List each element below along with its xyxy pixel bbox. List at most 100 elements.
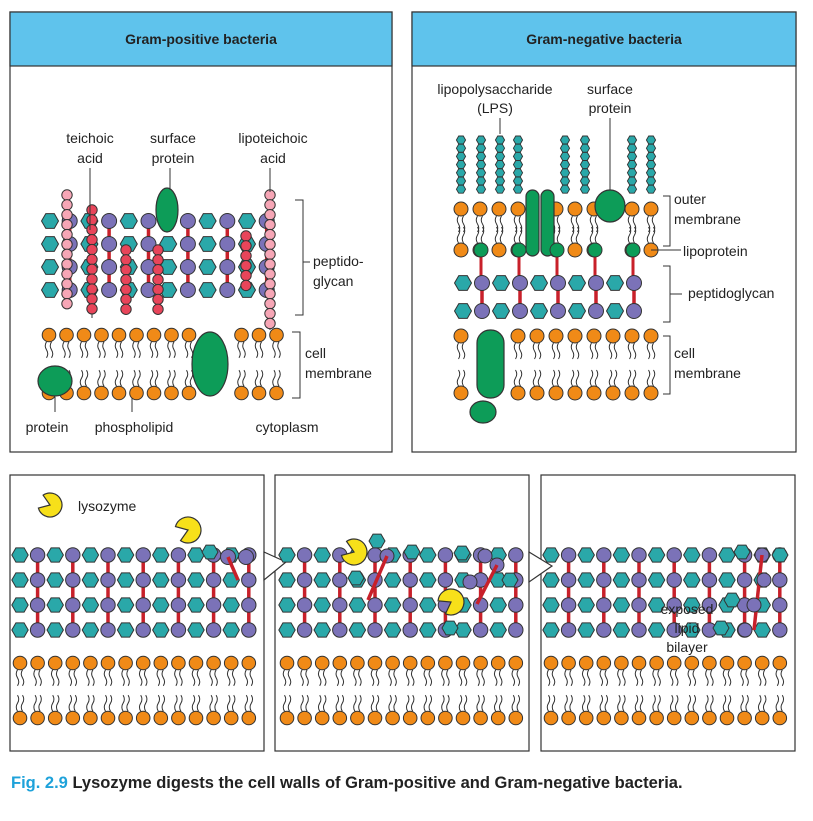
nag-hexagon	[771, 547, 789, 563]
teichoic-acid-bead	[61, 238, 73, 251]
lipid-tail	[687, 694, 697, 712]
teichoic-acid-bead	[240, 250, 252, 262]
lipid-tail	[513, 369, 523, 387]
lipid-tail	[191, 694, 201, 712]
phospholipid-head	[135, 655, 151, 671]
label-lipopolysaccharide: lipopolysaccharide	[437, 81, 552, 97]
lipoteichoic-acid-bead	[264, 297, 276, 310]
phospholipid-head	[118, 655, 133, 671]
nag-hexagon	[683, 547, 701, 563]
phospholipid-head	[649, 710, 664, 726]
diagram-structures	[11, 118, 789, 726]
phospholipid-head	[702, 710, 717, 726]
phospholipid-head	[754, 655, 770, 671]
nag-hexagon	[489, 622, 507, 638]
lipoteichoic-acid-bead	[264, 258, 276, 270]
lps-sugar	[475, 160, 487, 170]
phospholipid-head	[684, 655, 700, 671]
phospholipid-head	[420, 655, 436, 671]
lipid-tail	[191, 669, 201, 687]
phospholipid-head	[171, 710, 186, 726]
nag-hexagon	[201, 544, 219, 560]
nag-hexagon	[419, 622, 437, 638]
nag-hexagon	[441, 620, 459, 636]
lipid-tail	[570, 226, 580, 244]
phospholipid-head	[666, 710, 682, 726]
phospholipid-head	[529, 385, 545, 401]
nag-hexagon	[11, 597, 29, 613]
phospholipid-head	[47, 710, 63, 726]
teichoic-acid-bead	[152, 283, 164, 296]
teichoic-acid-bead	[61, 268, 73, 280]
phospholipid-head	[12, 710, 28, 726]
phospholipid-head	[65, 655, 81, 671]
nam-circle	[512, 275, 528, 291]
phospholipid-head	[146, 385, 162, 401]
teichoic-acid-bead	[240, 279, 252, 292]
lipid-tail	[687, 669, 697, 687]
teichoic-acid-bead	[152, 293, 164, 306]
nam-circle	[437, 547, 454, 563]
lps-sugar	[579, 151, 591, 161]
nam-circle	[65, 622, 81, 638]
figure-caption-text: Lysozyme digests the cell walls of Gram-…	[72, 774, 683, 792]
lipid-tail	[441, 694, 450, 712]
lipid-tail	[722, 694, 732, 712]
phospholipid-head	[181, 327, 197, 343]
nam-circle	[474, 303, 490, 319]
lipid-tail	[149, 341, 159, 359]
lps-sugar	[455, 160, 467, 170]
nam-circle	[772, 572, 788, 588]
phospholipid-head	[605, 328, 621, 344]
lps-sugar	[645, 135, 657, 145]
lps-sugar	[494, 151, 506, 161]
label-peptidoglycan-2: glycan	[313, 273, 353, 289]
lps-sugar	[512, 143, 524, 153]
lipid-tail	[33, 669, 42, 687]
nag-hexagon	[198, 213, 217, 229]
peptide-crosslink	[366, 555, 389, 601]
label-lps: (LPS)	[477, 100, 513, 116]
nag-hexagon	[403, 544, 421, 560]
nam-circle	[101, 259, 118, 275]
lps-sugar	[645, 143, 657, 153]
nam-circle	[462, 574, 478, 590]
lipid-tail	[494, 226, 504, 244]
phospholipid-head	[737, 710, 752, 726]
label-phospholipid: phospholipid	[95, 419, 174, 435]
lipid-tail	[546, 694, 556, 712]
nam-circle	[737, 622, 753, 638]
nag-hexagon	[313, 547, 331, 563]
phospholipid-head	[402, 710, 418, 726]
gram-negative-title: Gram-negative bacteria	[526, 31, 682, 47]
phospholipid-head	[206, 655, 221, 671]
lps-sugar	[475, 184, 487, 194]
lipid-tail	[599, 669, 609, 687]
phospholipid-head	[438, 710, 453, 726]
phospholipid-head	[491, 242, 507, 258]
lipid-tail	[282, 694, 292, 712]
phospholipid-head	[643, 328, 659, 344]
lipoteichoic-acid-bead	[264, 228, 276, 241]
nam-circle	[508, 597, 524, 613]
nam-circle	[508, 622, 524, 638]
phospholipid-head	[118, 710, 133, 726]
phospholipid-head	[47, 655, 63, 671]
figure-caption: Fig. 2.9 Lysozyme digests the cell walls…	[11, 773, 801, 794]
phospholipid-head	[241, 655, 257, 671]
lipoteichoic-acid-bead	[264, 278, 276, 290]
lipid-tail	[564, 669, 573, 687]
lipid-tail	[272, 341, 281, 359]
lps-sugar	[579, 135, 591, 145]
phospholipid-head	[30, 710, 45, 726]
nam-circle	[219, 236, 236, 252]
nam-circle	[437, 572, 454, 588]
nag-hexagon	[383, 622, 402, 638]
phospholipid-head	[624, 385, 640, 401]
nag-hexagon	[612, 572, 631, 588]
lipid-tail	[456, 369, 466, 387]
nam-circle	[402, 597, 418, 613]
nag-hexagon	[453, 275, 473, 291]
lipid-tail	[513, 226, 523, 244]
